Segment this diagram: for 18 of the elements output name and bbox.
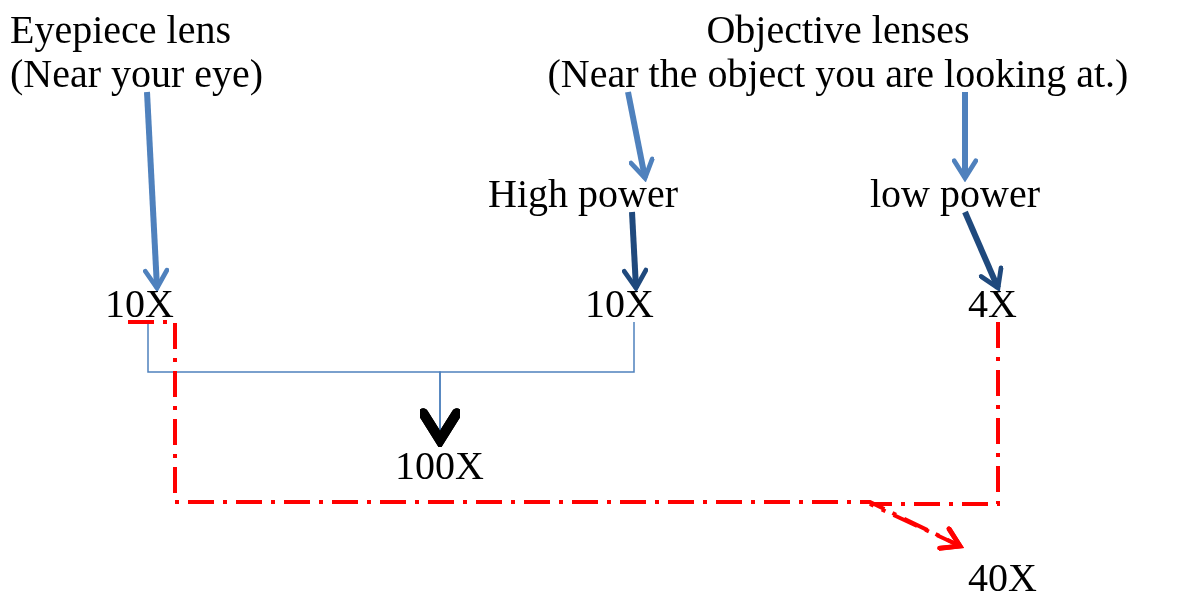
arrow [962, 210, 1004, 291]
arrow [621, 211, 649, 291]
lens-label: (Near your eye) [10, 52, 264, 96]
lens-label: (Near the object you are looking at.) [547, 52, 1129, 96]
magnification-label: 40X [968, 556, 1037, 600]
arrow [625, 91, 655, 181]
arrow [868, 322, 1000, 551]
power-label: low power [870, 172, 1040, 216]
lens-label: Eyepiece lens [10, 8, 231, 52]
lens-label: Objective lenses [706, 8, 970, 52]
arrow [142, 91, 170, 291]
arrow [418, 321, 635, 445]
magnification-label: 100X [395, 444, 484, 488]
power-label: High power [488, 172, 678, 216]
magnification-label: 10X [585, 282, 654, 326]
magnification-label: 10X [105, 282, 174, 326]
arrow [951, 92, 979, 181]
magnification-label: 4X [968, 282, 1017, 326]
